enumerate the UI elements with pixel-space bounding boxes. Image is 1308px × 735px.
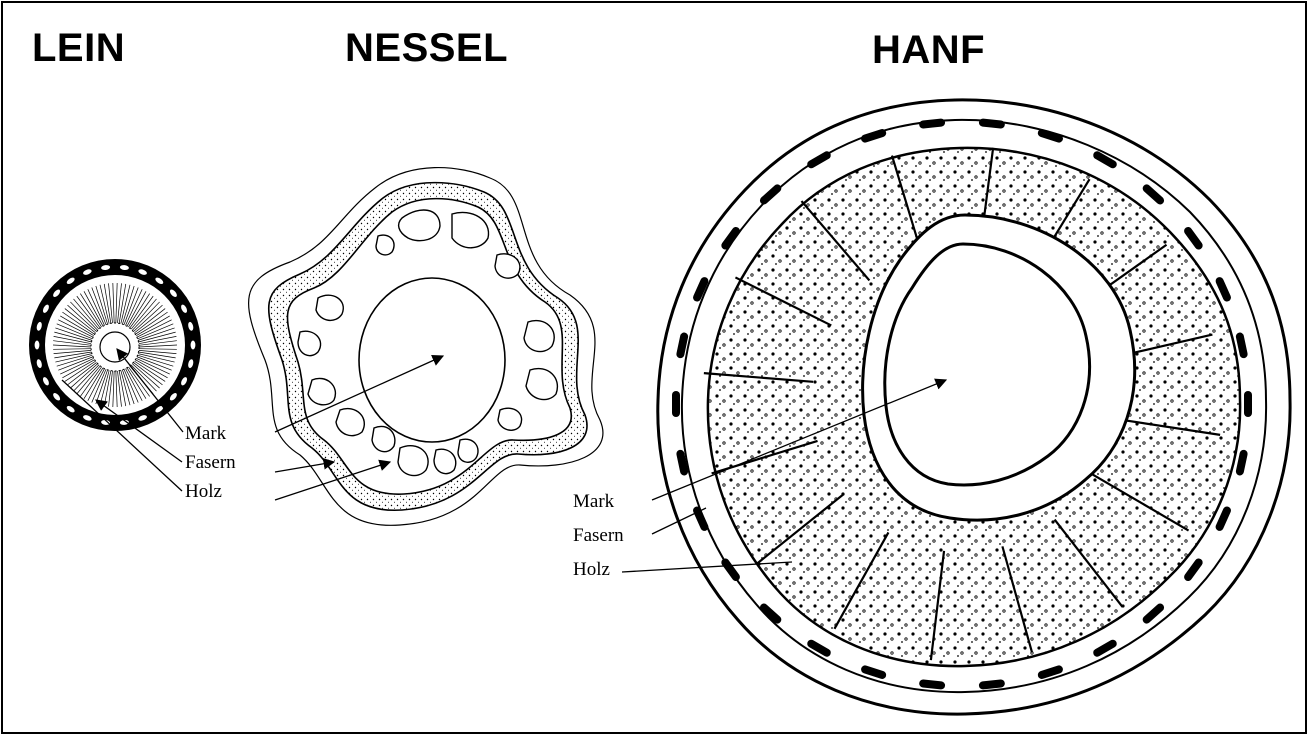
- lein-label-holz: Holz: [185, 481, 222, 502]
- hanf-fiber-bundle: [672, 391, 680, 417]
- hanf-cross-section: [658, 100, 1290, 714]
- hanf-label-fasern: Fasern: [573, 525, 624, 546]
- nessel-cross-section: [249, 168, 603, 526]
- lein-fiber-bundle: [191, 341, 196, 350]
- hanf-label-holz: Holz: [573, 559, 610, 580]
- hanf-fiber-bundle: [1244, 391, 1252, 417]
- nessel-arrow-fasern: [275, 462, 334, 472]
- nessel-pith: [359, 278, 505, 442]
- lein-label-fasern: Fasern: [185, 452, 236, 473]
- lein-fiber-bundle: [35, 341, 40, 350]
- lein-pith: [100, 332, 130, 362]
- lein-label-mark: Mark: [185, 423, 227, 444]
- lein-cross-section: [29, 259, 201, 431]
- hanf-label-mark: Mark: [573, 491, 615, 512]
